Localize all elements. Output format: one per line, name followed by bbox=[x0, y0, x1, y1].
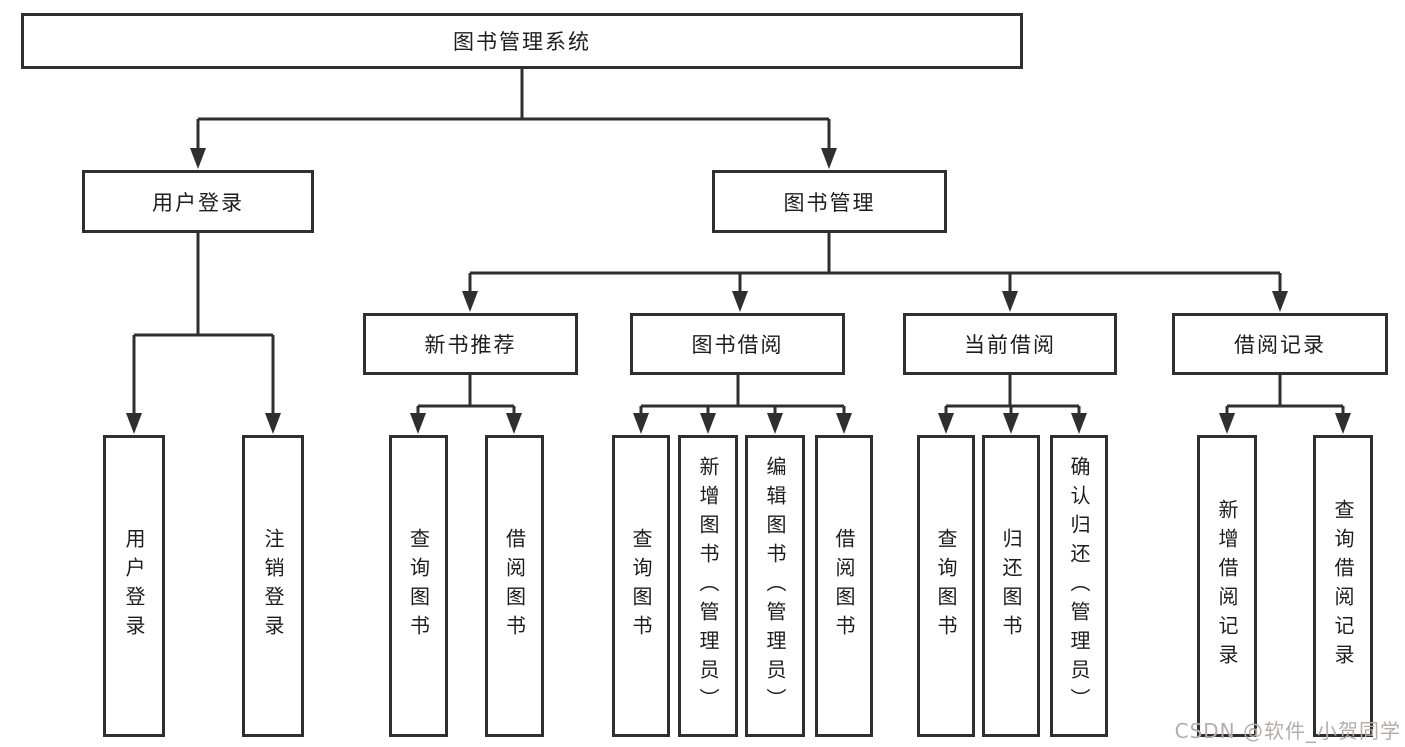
arrow-down-icon bbox=[1003, 413, 1019, 434]
node-new-book-recommend: 新书推荐 bbox=[363, 313, 578, 375]
leaf-add-book-admin: 新增图书（管理员） bbox=[678, 435, 738, 737]
arrow-down-icon bbox=[1335, 413, 1351, 434]
node-book-borrow: 图书借阅 bbox=[630, 313, 845, 375]
arrowheads bbox=[126, 148, 1351, 434]
node-label: 图书管理系统 bbox=[453, 30, 591, 54]
node-label: 新增借阅记录 bbox=[1215, 499, 1239, 673]
leaf-query-books-current: 查询图书 bbox=[917, 435, 975, 737]
arrow-down-icon bbox=[821, 148, 837, 169]
node-label: 新书推荐 bbox=[424, 333, 517, 357]
leaf-query-books-borrow: 查询图书 bbox=[612, 435, 670, 737]
arrow-down-icon bbox=[1272, 291, 1288, 312]
connector-borrow-to-leaves bbox=[639, 375, 846, 418]
arrow-down-icon bbox=[190, 148, 206, 169]
arrow-down-icon bbox=[1071, 413, 1087, 434]
leaf-borrow-books: 借阅图书 bbox=[815, 435, 873, 737]
leaf-query-borrow-record: 查询借阅记录 bbox=[1313, 435, 1373, 737]
connector-current-to-leaves bbox=[944, 375, 1081, 418]
node-label: 编辑图书（管理员） bbox=[763, 455, 787, 717]
leaf-return-books: 归还图书 bbox=[982, 435, 1040, 737]
node-book-management: 图书管理 bbox=[712, 170, 947, 233]
node-label: 借阅记录 bbox=[1234, 333, 1326, 357]
node-label: 注销登录 bbox=[261, 528, 285, 644]
arrow-down-icon bbox=[700, 413, 716, 434]
node-label: 查询图书 bbox=[934, 528, 958, 644]
node-label: 借阅图书 bbox=[832, 528, 856, 644]
leaf-confirm-return-admin: 确认归还（管理员） bbox=[1050, 435, 1108, 737]
arrow-down-icon bbox=[265, 413, 281, 434]
arrow-down-icon bbox=[410, 413, 426, 434]
leaf-edit-book-admin: 编辑图书（管理员） bbox=[745, 435, 805, 737]
node-current-borrow: 当前借阅 bbox=[903, 313, 1117, 375]
arrow-down-icon bbox=[126, 413, 142, 434]
node-label: 查询借阅记录 bbox=[1331, 499, 1355, 673]
leaf-borrow-books-recommend: 借阅图书 bbox=[485, 435, 544, 737]
arrow-down-icon bbox=[1002, 291, 1018, 312]
node-root: 图书管理系统 bbox=[21, 13, 1023, 69]
connector-root-to-level2 bbox=[196, 69, 831, 152]
csdn-watermark: CSDN @软件_小贺同学 bbox=[1174, 719, 1401, 743]
arrow-down-icon bbox=[506, 413, 522, 434]
leaf-logout: 注销登录 bbox=[242, 435, 304, 737]
node-label: 查询图书 bbox=[629, 528, 653, 644]
leaf-user-login: 用户登录 bbox=[103, 435, 165, 737]
node-label: 归还图书 bbox=[999, 528, 1023, 644]
arrow-down-icon bbox=[938, 413, 954, 434]
leaf-add-borrow-record: 新增借阅记录 bbox=[1197, 435, 1257, 737]
node-label: 用户登录 bbox=[122, 528, 146, 644]
node-label: 图书借阅 bbox=[691, 333, 784, 357]
connector-bookmgmt-to-level3 bbox=[468, 233, 1282, 296]
arrow-down-icon bbox=[633, 413, 649, 434]
leaf-query-books-recommend: 查询图书 bbox=[389, 435, 448, 737]
node-label: 查询图书 bbox=[406, 528, 431, 644]
arrow-down-icon bbox=[836, 413, 852, 434]
node-label: 当前借阅 bbox=[964, 333, 1056, 357]
node-label: 确认归还（管理员） bbox=[1067, 455, 1091, 717]
arrow-down-icon bbox=[1219, 413, 1235, 434]
arrow-down-icon bbox=[732, 291, 748, 312]
arrow-down-icon bbox=[767, 413, 783, 434]
connector-userlogin-to-leaves bbox=[132, 233, 275, 418]
arrow-down-icon bbox=[462, 291, 478, 312]
node-label: 用户登录 bbox=[152, 190, 244, 215]
node-label: 新增图书（管理员） bbox=[696, 455, 720, 717]
node-user-login: 用户登录 bbox=[82, 170, 314, 233]
node-borrow-records: 借阅记录 bbox=[1172, 313, 1388, 375]
node-label: 借阅图书 bbox=[502, 528, 527, 644]
node-label: 图书管理 bbox=[783, 190, 876, 215]
connector-newrec-to-leaves bbox=[416, 375, 516, 418]
connector-records-to-leaves bbox=[1225, 375, 1345, 418]
